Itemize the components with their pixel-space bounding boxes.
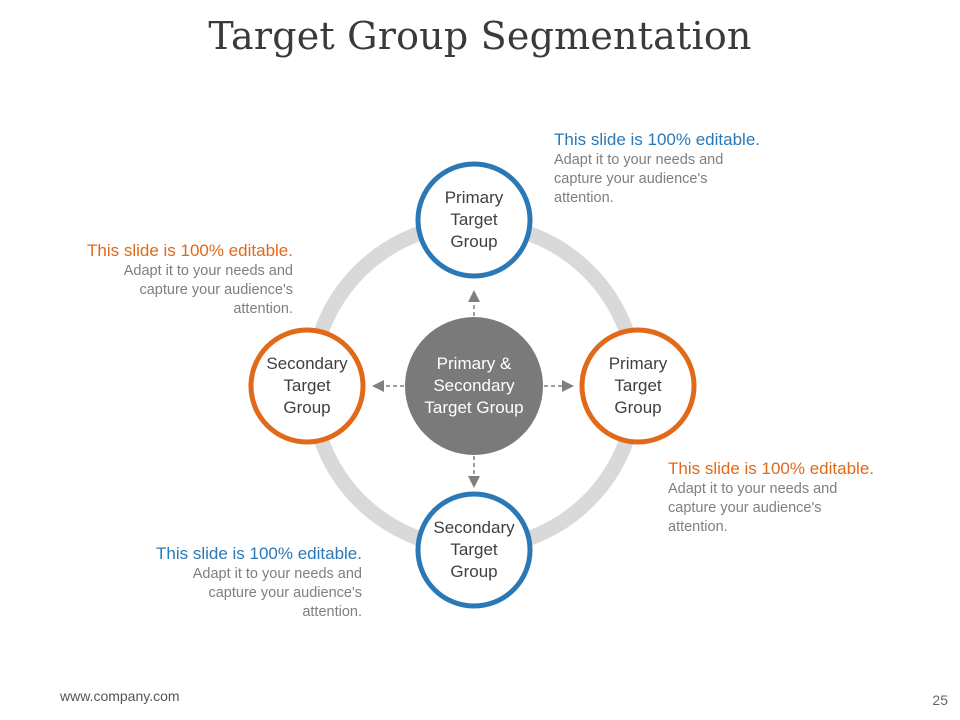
page-number: 25 — [932, 692, 948, 708]
node-label-line: Group — [283, 398, 331, 417]
node-label-line: Group — [450, 562, 498, 581]
callout-heading: This slide is 100% editable. — [155, 544, 362, 563]
bottom-node-label: Secondary Target Group — [419, 510, 529, 590]
callout-body-line: capture your audience's — [208, 585, 362, 601]
node-label-line: Primary — [444, 188, 504, 207]
right-node-circle — [579, 327, 697, 445]
node-label-line: Target — [614, 376, 662, 395]
node-label-line: Secondary — [266, 354, 348, 373]
left-node-circle — [248, 327, 366, 445]
callout-heading: This slide is 100% editable. — [86, 241, 293, 260]
callout-heading: This slide is 100% editable. — [668, 459, 875, 478]
bottom-node-circle — [415, 491, 533, 609]
callout-body: Adapt it to your needs and capture your … — [554, 151, 794, 208]
callout-top-right: This slide is 100% editable. Adapt it to… — [554, 130, 794, 208]
callout-body-line: capture your audience's — [554, 171, 708, 187]
node-label-line: Target — [450, 210, 498, 229]
callout-body-line: attention. — [233, 301, 293, 317]
callout-body-line: Adapt it to your needs and — [123, 263, 293, 279]
callout-body-line: capture your audience's — [668, 500, 822, 516]
node-label-line: Primary — [608, 354, 668, 373]
node-label-line: Secondary — [433, 518, 515, 537]
center-label-line: Primary & — [436, 354, 512, 373]
callout-body: Adapt it to your needs and capture your … — [53, 262, 293, 319]
center-label-line: Secondary — [433, 376, 515, 395]
top-node-circle — [415, 161, 533, 279]
node-label-line: Target — [450, 540, 498, 559]
callout-body-line: Adapt it to your needs and — [192, 566, 362, 582]
callout-top-left: This slide is 100% editable. Adapt it to… — [53, 241, 293, 319]
callout-body-line: attention. — [302, 604, 362, 620]
left-node-label: Secondary Target Group — [252, 346, 362, 426]
footer-url: www.company.com — [60, 688, 180, 704]
callout-heading: This slide is 100% editable. — [554, 130, 761, 149]
top-node-label: Primary Target Group — [424, 180, 524, 260]
slide-title: Target Group Segmentation — [208, 14, 752, 58]
right-node-label: Primary Target Group — [588, 346, 688, 426]
center-node-label: Primary & Secondary Target Group — [404, 346, 544, 426]
callout-bottom-right: This slide is 100% editable. Adapt it to… — [668, 459, 908, 537]
callout-body-line: attention. — [554, 190, 614, 206]
node-label-line: Group — [450, 232, 498, 251]
callout-bottom-left: This slide is 100% editable. Adapt it to… — [122, 544, 362, 622]
callout-body-line: Adapt it to your needs and — [554, 152, 724, 168]
callout-body-line: capture your audience's — [139, 282, 293, 298]
node-label-line: Group — [614, 398, 662, 417]
node-label-line: Target — [283, 376, 331, 395]
callout-body-line: attention. — [668, 519, 728, 535]
callout-body-line: Adapt it to your needs and — [668, 481, 838, 497]
callout-body: Adapt it to your needs and capture your … — [122, 565, 362, 622]
center-label-line: Target Group — [424, 398, 524, 417]
center-circle — [405, 317, 543, 455]
callout-body: Adapt it to your needs and capture your … — [668, 480, 908, 537]
